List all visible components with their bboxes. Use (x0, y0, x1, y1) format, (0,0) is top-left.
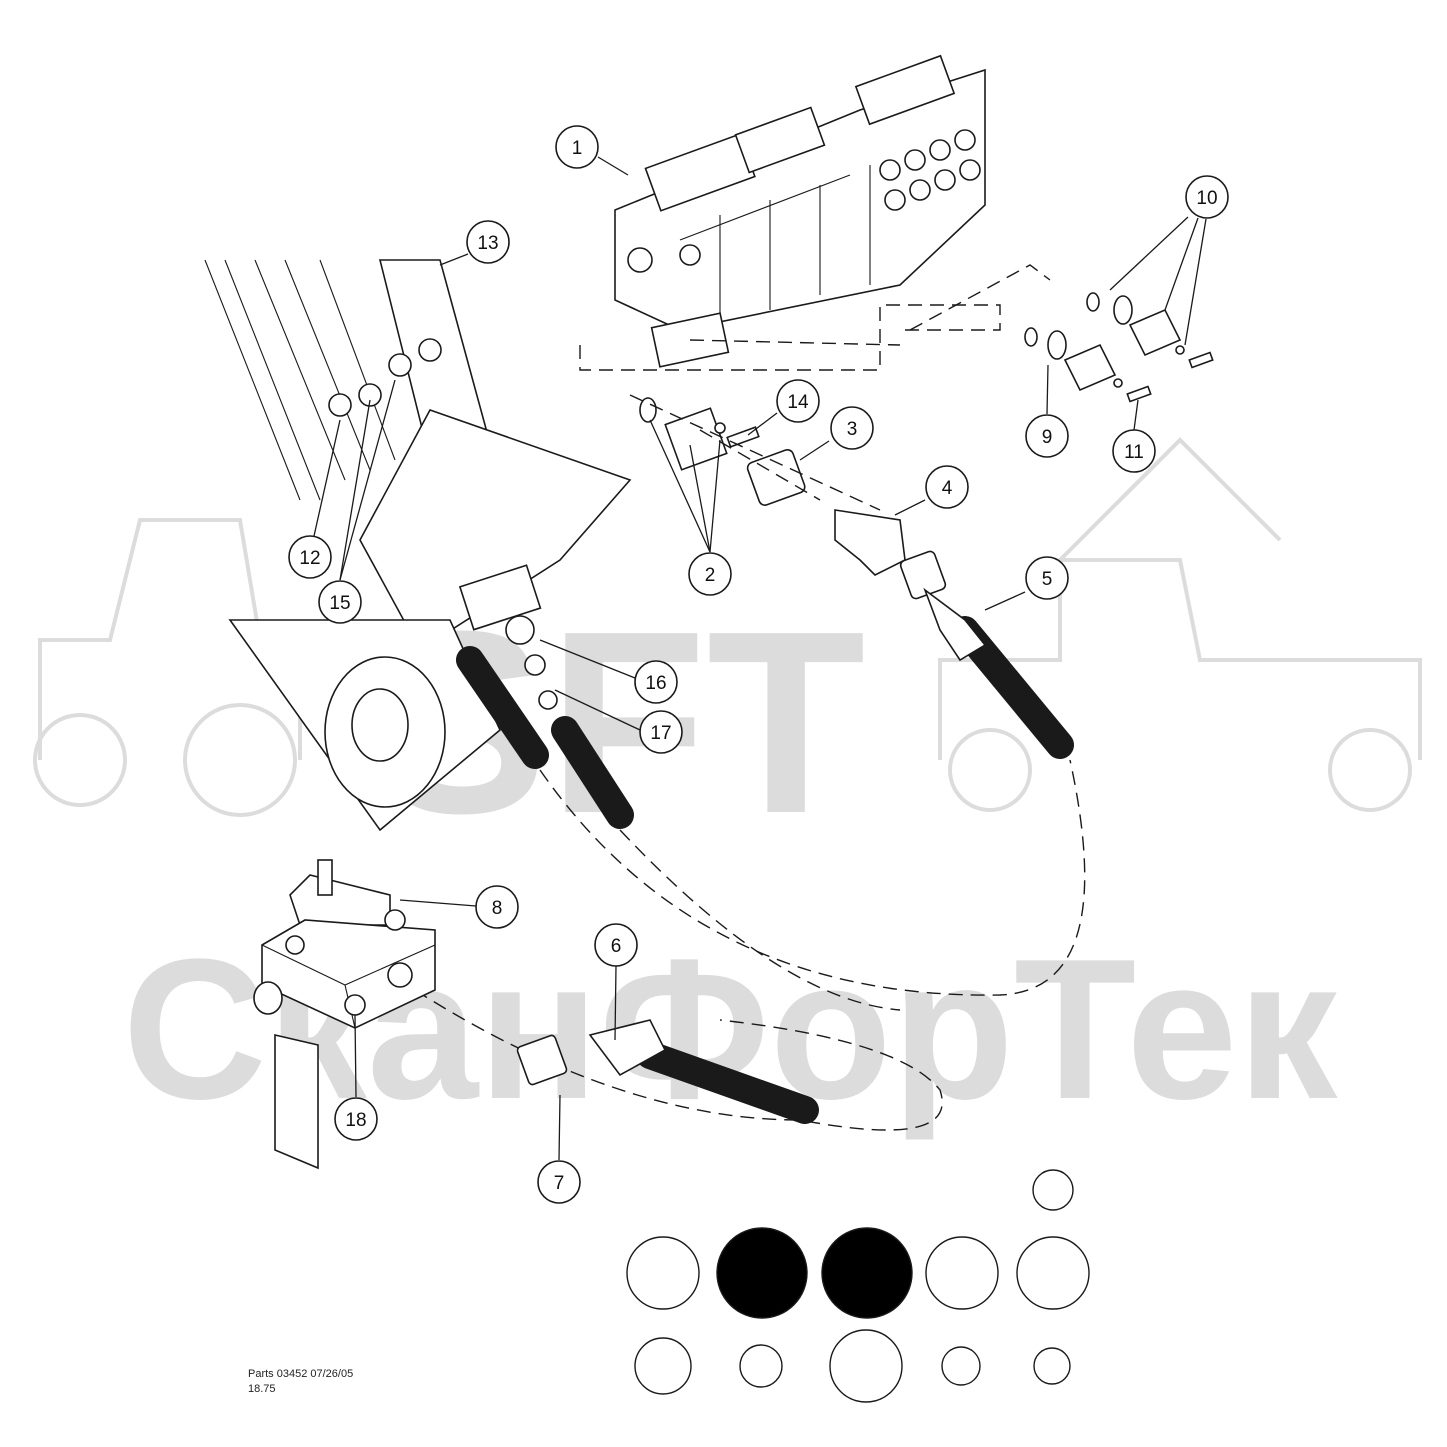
control-valve-bank (614, 54, 986, 368)
valve-ports (879, 129, 981, 211)
svg-text:18: 18 (345, 1110, 366, 1131)
legend-circle-8 (829, 1329, 903, 1403)
legend-circle-10 (1033, 1347, 1071, 1385)
callout-2: 2 (688, 552, 732, 596)
callouts: 1 2 3 4 5 6 7 8 9 10 11 12 13 14 15 16 1… (288, 125, 1229, 1204)
svg-text:5: 5 (1042, 569, 1053, 590)
svg-text:17: 17 (650, 723, 671, 744)
legend-circle-7 (739, 1344, 783, 1388)
svg-text:2: 2 (705, 565, 716, 586)
svg-text:7: 7 (554, 1173, 565, 1194)
legend-circle-5 (1016, 1236, 1090, 1310)
svg-text:10: 10 (1196, 188, 1217, 209)
svg-text:13: 13 (477, 233, 498, 254)
legend-circle-1 (626, 1236, 700, 1310)
callout-10: 10 (1185, 175, 1229, 219)
callout-13: 13 (466, 220, 510, 264)
svg-text:8: 8 (492, 898, 503, 919)
svg-text:12: 12 (299, 548, 320, 569)
callout-9: 9 (1025, 414, 1069, 458)
callout-8: 8 (475, 885, 519, 929)
callout-1: 1 (555, 125, 599, 169)
svg-text:16: 16 (645, 673, 666, 694)
page-number: 18.75 (248, 1383, 276, 1395)
svg-text:1: 1 (572, 138, 583, 159)
svg-text:9: 9 (1042, 427, 1053, 448)
callout-5: 5 (1025, 556, 1069, 600)
svg-text:11: 11 (1124, 442, 1144, 463)
callout-12: 12 (288, 535, 332, 579)
svg-text:15: 15 (329, 593, 350, 614)
svg-text:14: 14 (787, 392, 809, 413)
manifold-block (253, 859, 436, 1170)
boom-fittings (328, 338, 442, 417)
callout-11: 11 (1112, 429, 1156, 473)
excavator-watermark-right (938, 437, 1422, 812)
boom-arm (204, 259, 632, 832)
parts-footer: Parts 03452 07/26/05 18.75 (248, 1367, 353, 1397)
legend-circle-4 (925, 1236, 999, 1310)
seal-kit (1024, 292, 1214, 403)
inline-fittings (516, 397, 987, 1086)
legend-circle-6 (634, 1337, 692, 1395)
legend-circle-top (1032, 1169, 1074, 1211)
seal-size-legend (626, 1169, 1090, 1403)
watermark: SFT СканФорТек (33, 437, 1422, 1141)
hoses (414, 616, 1086, 1131)
bracket-fitting-block (458, 564, 558, 710)
callout-17: 17 (639, 710, 683, 754)
callout-3: 3 (830, 406, 874, 450)
svg-text:6: 6 (611, 936, 622, 957)
parts-reference: Parts 03452 07/26/05 (248, 1368, 354, 1380)
callout-6: 6 (594, 923, 638, 967)
callout-14: 14 (776, 379, 820, 423)
svg-text:4: 4 (942, 478, 953, 499)
legend-circle-9 (941, 1346, 981, 1386)
tractor-watermark-left (33, 518, 302, 817)
svg-text:3: 3 (847, 419, 858, 440)
legend-circle-2 (716, 1227, 808, 1319)
callout-18: 18 (334, 1097, 378, 1141)
leader-lines (313, 156, 1207, 1161)
legend-circle-3 (821, 1227, 913, 1319)
callout-7: 7 (537, 1160, 581, 1204)
callout-4: 4 (925, 465, 969, 509)
callout-15: 15 (318, 580, 362, 624)
callout-16: 16 (634, 660, 678, 704)
